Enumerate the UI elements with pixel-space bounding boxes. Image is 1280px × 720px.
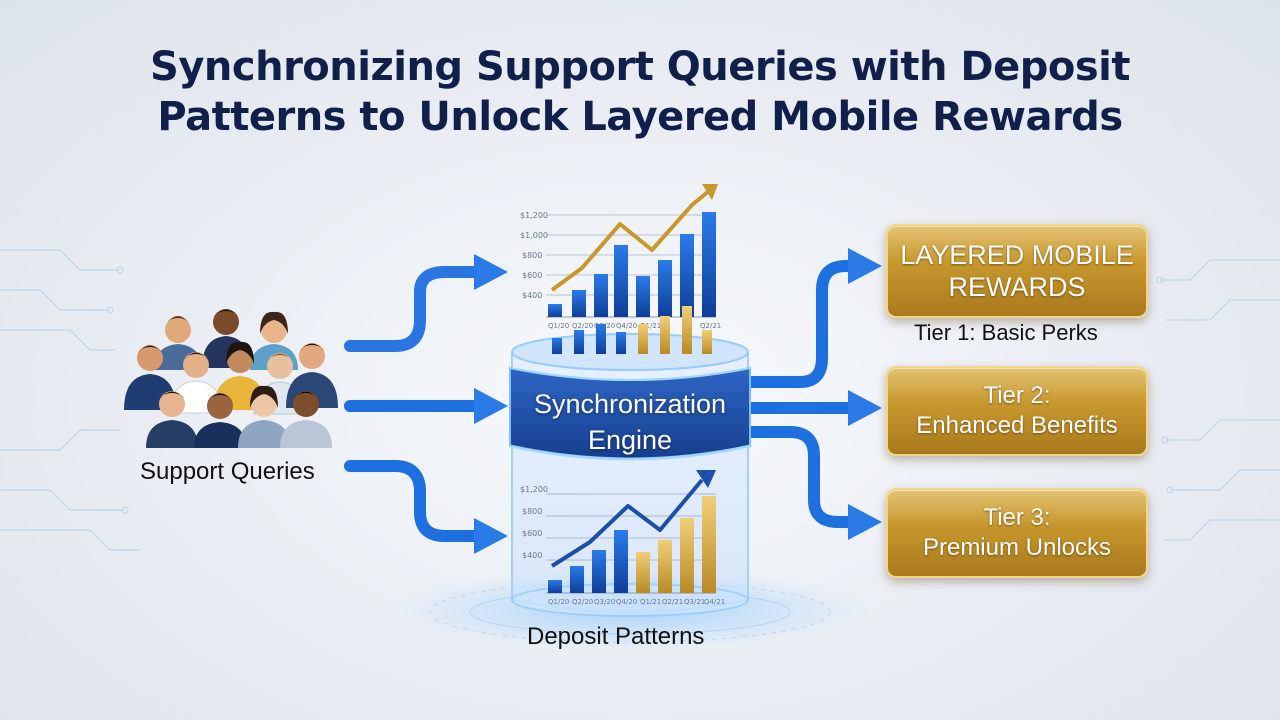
svg-text:Q3/21: Q3/21	[684, 598, 705, 606]
tier-3-line-1: Tier 3:	[983, 504, 1051, 531]
top-disk-bars	[552, 306, 712, 354]
chart-bar	[636, 276, 650, 317]
tier-2-card: Tier 2: Enhanced Benefits	[886, 366, 1148, 456]
tier-2-line-1: Tier 2:	[983, 382, 1051, 409]
engine-label-line-2: Engine	[587, 425, 673, 455]
tick-label: $600	[522, 271, 542, 280]
right-arrow-heads	[848, 248, 882, 540]
rewards-header-line-2: REWARDS	[948, 272, 1086, 302]
tier-3-card: Tier 3: Premium Unlocks	[886, 488, 1148, 578]
svg-text:Q4/21: Q4/21	[704, 598, 725, 606]
chart-bar	[614, 530, 628, 593]
rewards-header-line-1: LAYERED MOBILE	[900, 240, 1134, 270]
svg-text:Q4/20: Q4/20	[616, 598, 637, 606]
chart-bar	[570, 566, 584, 593]
chart-bar	[548, 580, 562, 593]
support-queries-label: Support Queries	[140, 458, 315, 485]
engine-label-line-1: Synchronization	[533, 389, 727, 419]
chart-bar	[702, 496, 716, 593]
title-line-2: Patterns to Unlock Layered Mobile Reward…	[157, 94, 1123, 140]
circuit-lines-decoration	[0, 249, 1280, 551]
svg-text:Q2/21: Q2/21	[662, 598, 683, 606]
chart-bar	[680, 518, 694, 593]
svg-text:Q1/21: Q1/21	[640, 598, 661, 606]
chart-bar	[572, 290, 586, 317]
rewards-header-card: LAYERED MOBILE REWARDS	[886, 224, 1148, 318]
svg-text:Q1/20: Q1/20	[548, 322, 569, 330]
left-flow-arrows	[344, 266, 484, 542]
chart-bar	[594, 274, 608, 317]
tier-2-line-2: Enhanced Benefits	[916, 412, 1118, 439]
svg-text:Q4/20: Q4/20	[616, 322, 637, 330]
chart-bar	[658, 540, 672, 593]
chart-bar	[636, 552, 650, 593]
svg-text:Q2/20: Q2/20	[572, 322, 593, 330]
flow-arrow-icon	[474, 254, 508, 554]
chart-bar	[548, 304, 562, 317]
svg-text:Q1/20: Q1/20	[548, 598, 569, 606]
svg-text:Q3/20: Q3/20	[594, 598, 615, 606]
svg-text:Q2/21: Q2/21	[700, 322, 721, 330]
svg-text:$400: $400	[522, 551, 542, 560]
trend-arrow-icon	[550, 478, 704, 568]
tier-1-label: Tier 1: Basic Perks	[914, 320, 1098, 345]
right-flow-arrows	[746, 260, 858, 528]
svg-text:$800: $800	[522, 507, 542, 516]
tier-3-line-2: Premium Unlocks	[922, 534, 1112, 561]
chart-bar	[614, 245, 628, 317]
trend-arrowhead	[696, 470, 716, 488]
svg-text:Q2/20: Q2/20	[572, 598, 593, 606]
svg-text:$1,200: $1,200	[520, 485, 548, 494]
svg-text:Q1/21: Q1/21	[640, 322, 661, 330]
chart-bar	[658, 260, 672, 317]
chart-bar	[592, 550, 606, 593]
trend-arrowhead	[702, 184, 718, 200]
chart-bar	[702, 212, 716, 317]
trend-arrow-icon	[550, 188, 712, 292]
title-line-1: Synchronizing Support Queries with Depos…	[150, 44, 1130, 90]
tick-label: $800	[522, 251, 542, 260]
tick-label: $1,200	[520, 211, 548, 220]
engine-label: Synchronization Engine	[500, 386, 760, 458]
people-group-icon	[124, 309, 338, 448]
page-title: Synchronizing Support Queries with Depos…	[0, 42, 1280, 142]
tick-label: $400	[522, 291, 542, 300]
svg-text:$600: $600	[522, 529, 542, 538]
deposit-patterns-label: Deposit Patterns	[527, 623, 705, 650]
chart-bar	[680, 234, 694, 317]
tick-label: $1,000	[520, 231, 548, 240]
